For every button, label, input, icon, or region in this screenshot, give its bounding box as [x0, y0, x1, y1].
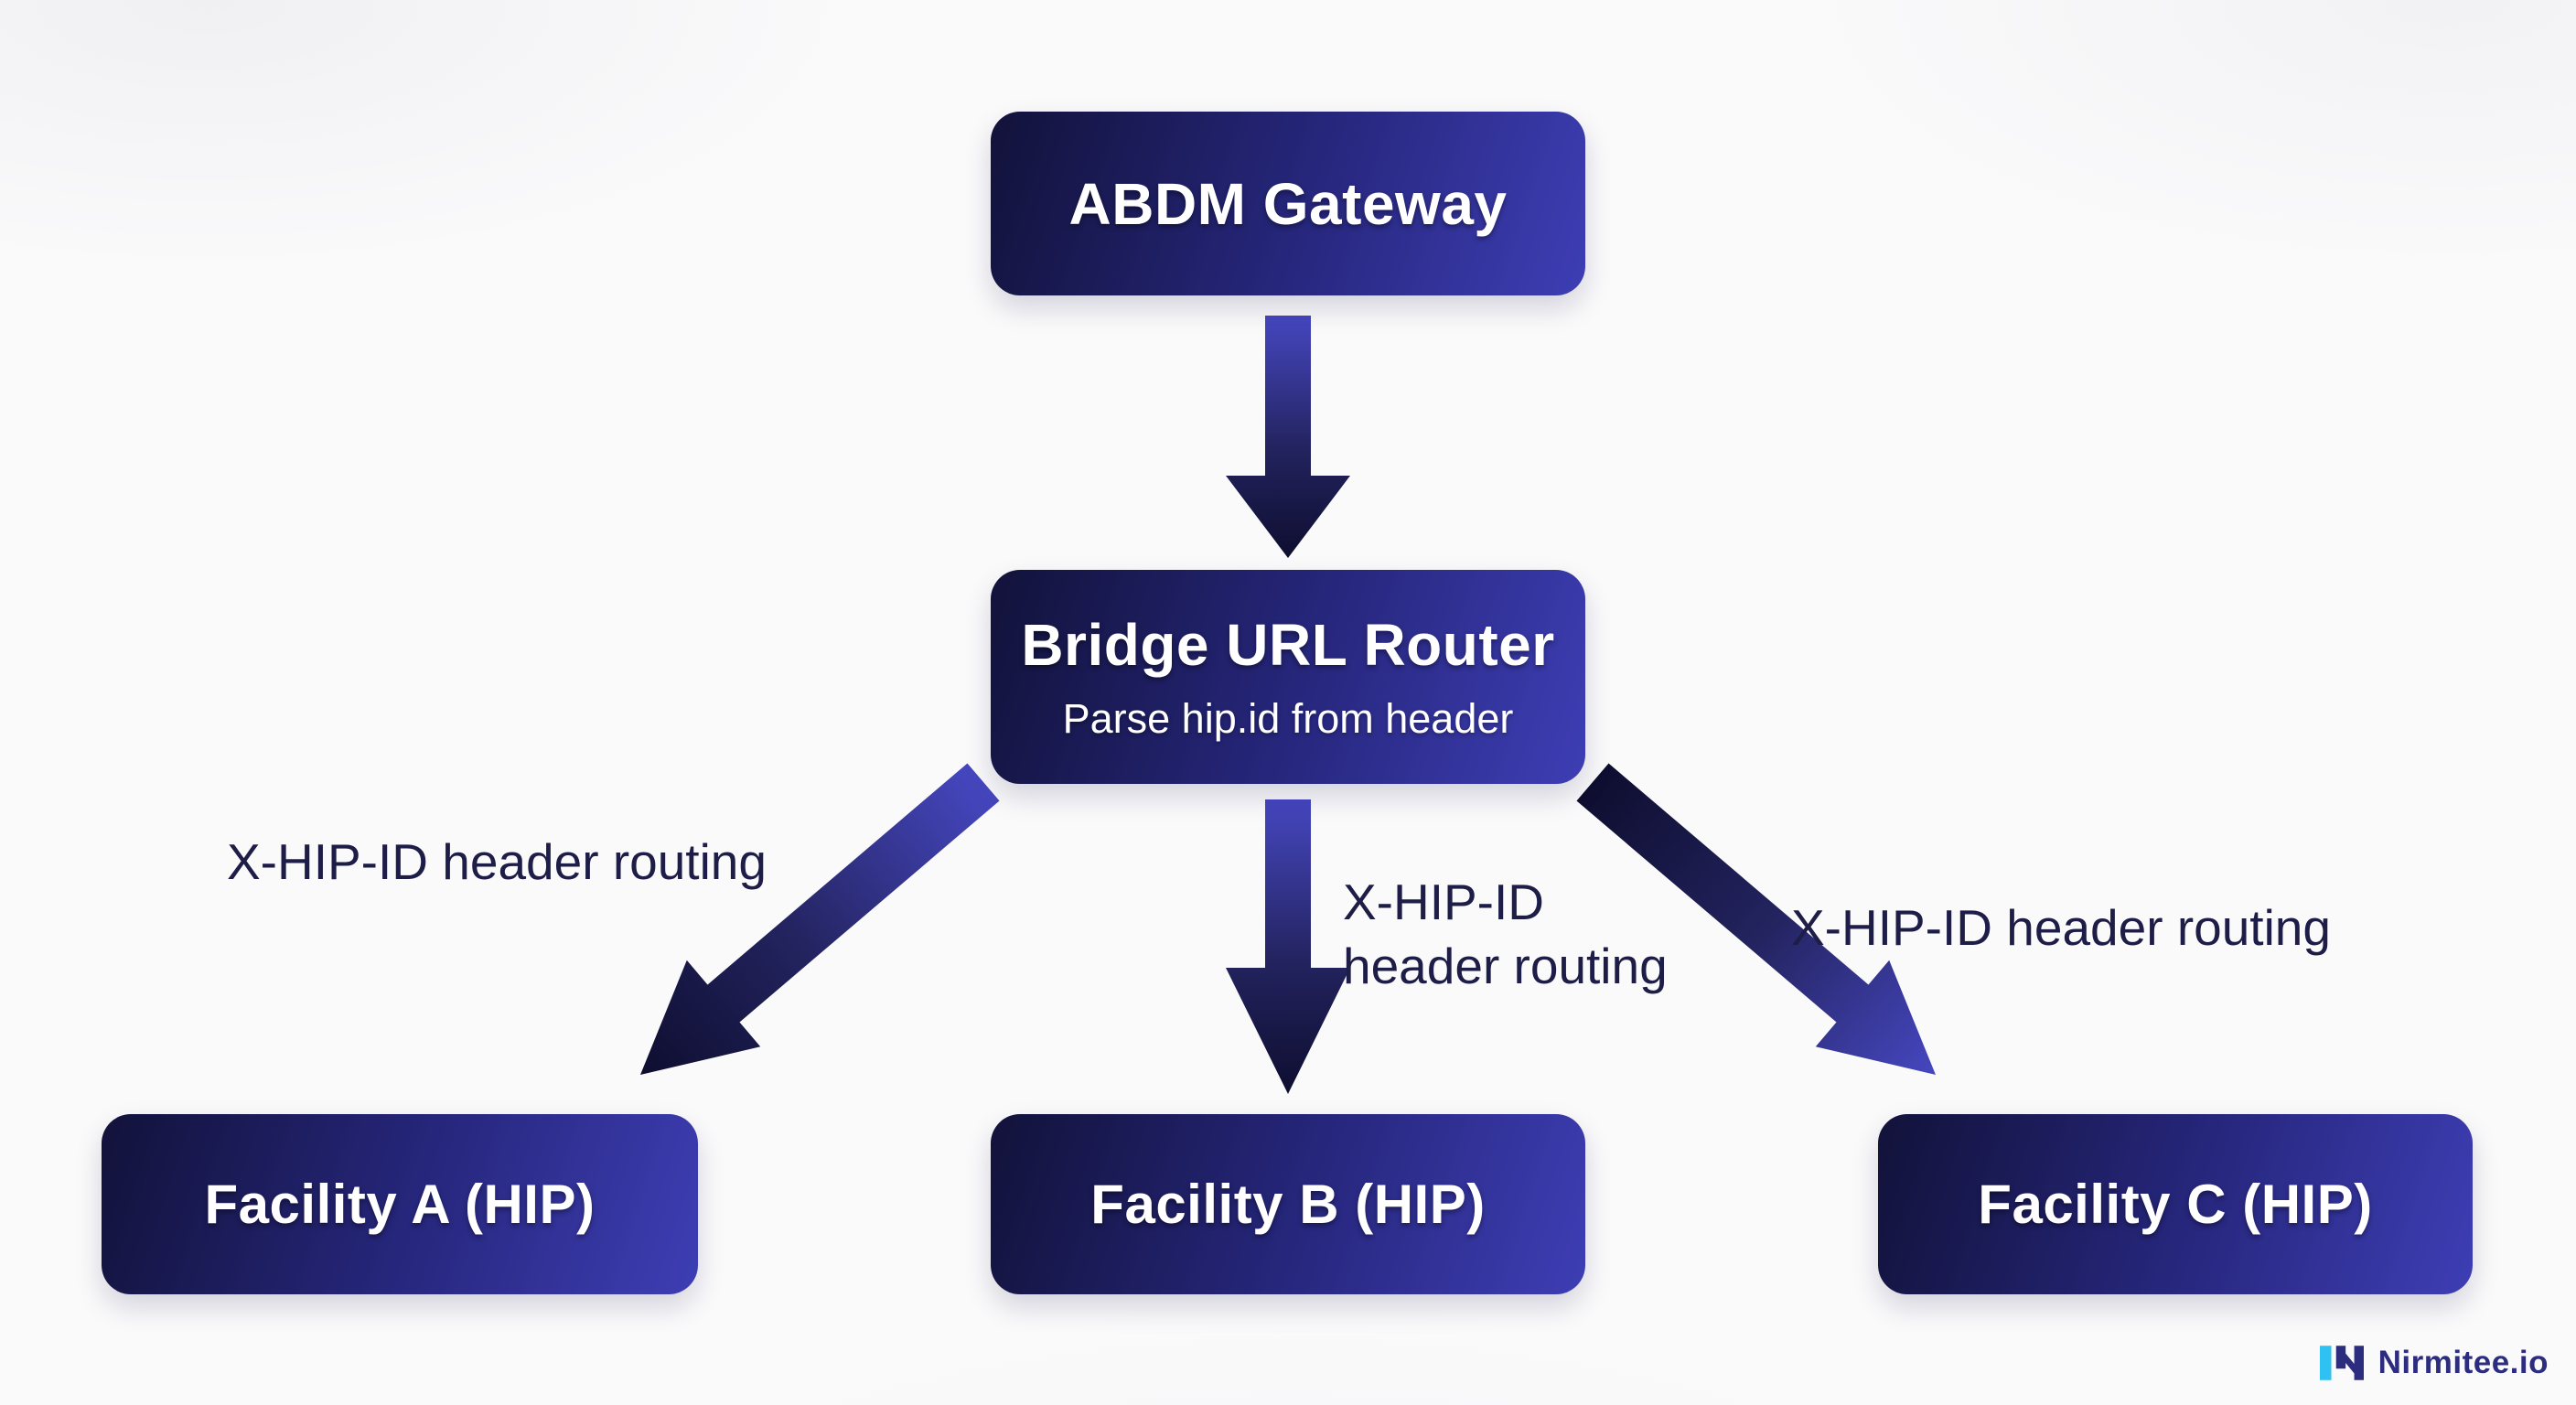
arrow-gateway-to-router: [1226, 316, 1350, 558]
node-facility-a-title: Facility A (HIP): [204, 1174, 596, 1235]
node-abdm-gateway-title: ABDM Gateway: [1068, 170, 1508, 237]
nirmitee-logo-text: Nirmitee.io: [2377, 1345, 2549, 1380]
arrow-router-to-facility-a: [640, 763, 1000, 1075]
node-bridge-url-router: Bridge URL Router Parse hip.id from head…: [991, 570, 1585, 784]
nirmitee-logo-icon: [2319, 1346, 2364, 1380]
node-facility-c: Facility C (HIP): [1878, 1114, 2473, 1294]
edge-label-right-routing: X-HIP-ID header routing: [1791, 899, 2331, 956]
arrow-router-to-facility-b: [1226, 799, 1350, 1094]
node-bridge-url-router-subtitle: Parse hip.id from header: [1062, 695, 1514, 742]
edge-label-left-routing: X-HIP-ID header routing: [227, 833, 767, 890]
node-facility-a: Facility A (HIP): [102, 1114, 698, 1294]
node-facility-b-title: Facility B (HIP): [1090, 1174, 1486, 1235]
edge-label-center-routing: X-HIP-ID header routing: [1343, 874, 1668, 994]
nirmitee-logo: Nirmitee.io: [2319, 1345, 2549, 1381]
node-abdm-gateway: ABDM Gateway: [991, 112, 1585, 295]
node-facility-b: Facility B (HIP): [991, 1114, 1585, 1294]
node-bridge-url-router-title: Bridge URL Router: [1021, 612, 1555, 678]
arrow-router-to-facility-c: [1576, 763, 1936, 1075]
node-facility-c-title: Facility C (HIP): [1978, 1174, 2373, 1235]
